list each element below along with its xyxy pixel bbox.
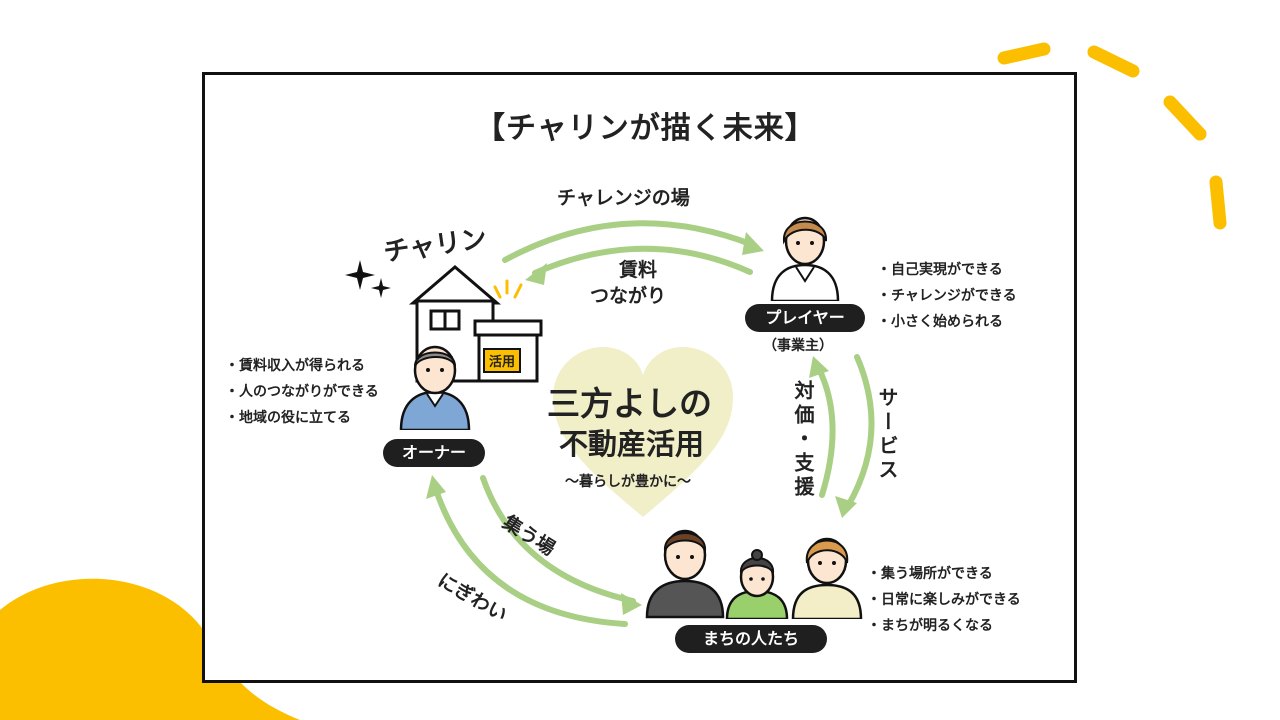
flow-label-compensation: 対価・支援 <box>791 380 815 500</box>
center-title-line1: 三方よしの <box>547 384 712 423</box>
yellow-blob-decoration <box>0 578 300 720</box>
flow-label-challenge: チャレンジの場 <box>557 187 690 209</box>
owner-benefit: 地域の役に立てる <box>225 405 379 431</box>
arrowhead-community-left <box>621 593 642 615</box>
center-title-line2: 不動産活用 <box>559 427 705 461</box>
arrow-player-to-community <box>845 354 875 509</box>
community-benefit: 集う場所ができる <box>867 561 1021 587</box>
flow-label-connection: つながり <box>590 285 667 307</box>
arrowhead-owner <box>525 263 547 285</box>
owner-benefit: 賃料収入が得られる <box>225 353 379 379</box>
sparkle-icon <box>345 260 391 298</box>
community-label: まちの人たち <box>675 625 827 653</box>
flow-label-rent: 賃料 <box>619 259 658 281</box>
player-benefit: 小さく始められる <box>877 309 1017 335</box>
arrow-owner-to-community <box>480 475 636 604</box>
player-benefit: 自己実現ができる <box>877 257 1017 283</box>
arrowhead-owner-lower <box>426 475 446 499</box>
arrowhead-player <box>742 232 764 255</box>
flow-label-service: サービス <box>875 387 899 483</box>
arrowhead-community <box>835 496 857 518</box>
center-subtitle: 〜暮らしが豊かに〜 <box>565 474 691 490</box>
player-avatar <box>770 216 840 301</box>
community-avatars <box>645 529 863 619</box>
house-sign: 活用 <box>483 348 522 373</box>
player-benefits: 自己実現ができる チャレンジができる 小さく始められる <box>877 257 1017 335</box>
player-label: プレイヤー <box>745 304 865 332</box>
arrow-community-to-player <box>815 364 836 498</box>
flow-arrows <box>426 220 875 627</box>
owner-avatar <box>399 345 471 430</box>
owner-label: オーナー <box>383 439 485 467</box>
player-benefit: チャレンジができる <box>877 283 1017 309</box>
community-benefits: 集う場所ができる 日常に楽しみができる まちが明るくなる <box>867 561 1021 639</box>
diagram-title: 【チャリンが描く未来】 <box>475 111 816 146</box>
owner-benefit: 人のつながりができる <box>225 379 379 405</box>
arrow-community-to-owner <box>432 484 628 627</box>
yellow-dashed-arc-decoration <box>997 42 1227 230</box>
owner-benefits: 賃料収入が得られる 人のつながりができる 地域の役に立てる <box>225 353 379 431</box>
diagram-frame: 【チャリンが描く未来】 三方よしの 不動産活用 〜暮らしが豊かに〜 チャレンジの… <box>202 72 1077 683</box>
arrow-owner-to-player <box>502 220 756 263</box>
community-benefit: 日常に楽しみができる <box>867 587 1021 613</box>
arrowhead-player-lower <box>809 356 829 378</box>
community-benefit: まちが明るくなる <box>867 613 1021 639</box>
arrow-player-to-owner <box>532 245 753 276</box>
player-sublabel: （事業主） <box>763 338 833 354</box>
heart-shape <box>553 347 733 517</box>
